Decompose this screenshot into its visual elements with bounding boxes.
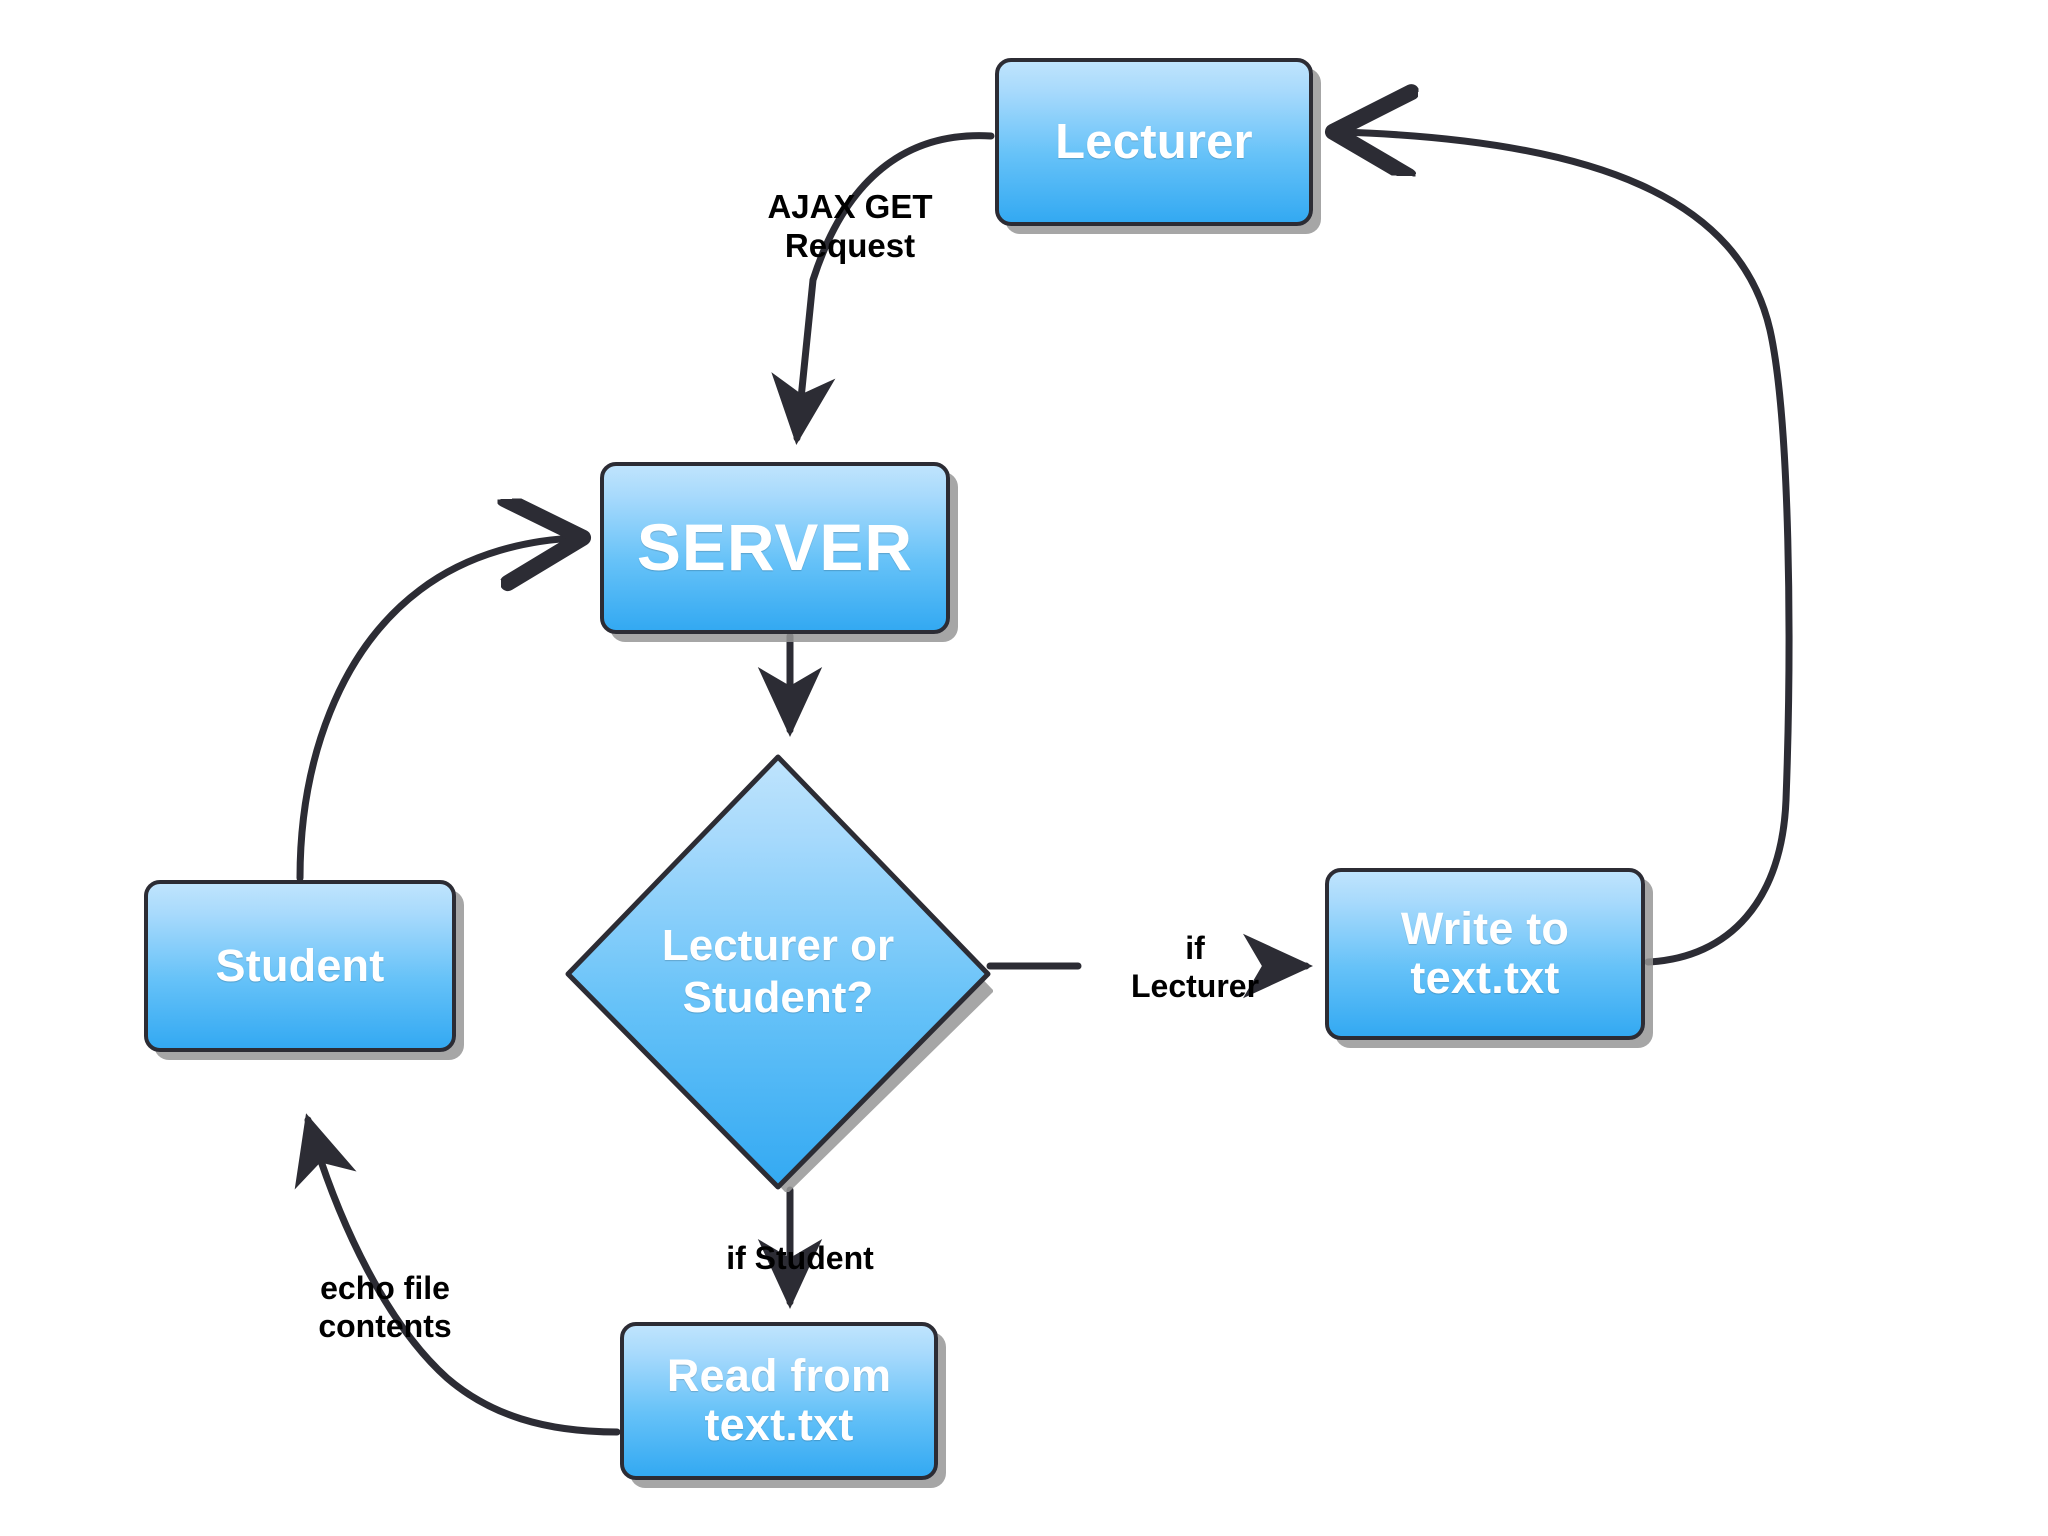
node-student[interactable]: Student [144,880,456,1052]
decision-diamond-shape [565,754,993,1192]
node-server[interactable]: SERVER [600,462,950,634]
node-lecturer-label: Lecturer [1055,114,1253,169]
node-decision[interactable]: Lecturer or Student? [563,752,993,1192]
node-lecturer[interactable]: Lecturer [995,58,1313,226]
node-write-to-file-label: Write to text.txt [1400,903,1570,1003]
node-read-from-file[interactable]: Read from text.txt [620,1322,938,1480]
edge-label-if-student: if Student [726,1240,874,1276]
node-decision-label: Lecturer or Student? [661,921,895,1022]
edge-label-echo-file-contents: echo file contents [318,1270,452,1344]
edge-student-to-server [296,538,576,882]
node-read-from-file-label: Read from text.txt [666,1350,892,1450]
edge-label-if-lecturer: if Lecturer [1130,930,1260,1004]
edge-lecturer-to-server [771,132,995,445]
node-student-label: Student [215,939,385,991]
node-write-to-file[interactable]: Write to text.txt [1325,868,1645,1040]
edge-label-ajax-get-request: AJAX GET Request [767,188,933,264]
edge-write-to-lecturer [1340,132,1793,966]
node-server-label: SERVER [636,510,914,585]
